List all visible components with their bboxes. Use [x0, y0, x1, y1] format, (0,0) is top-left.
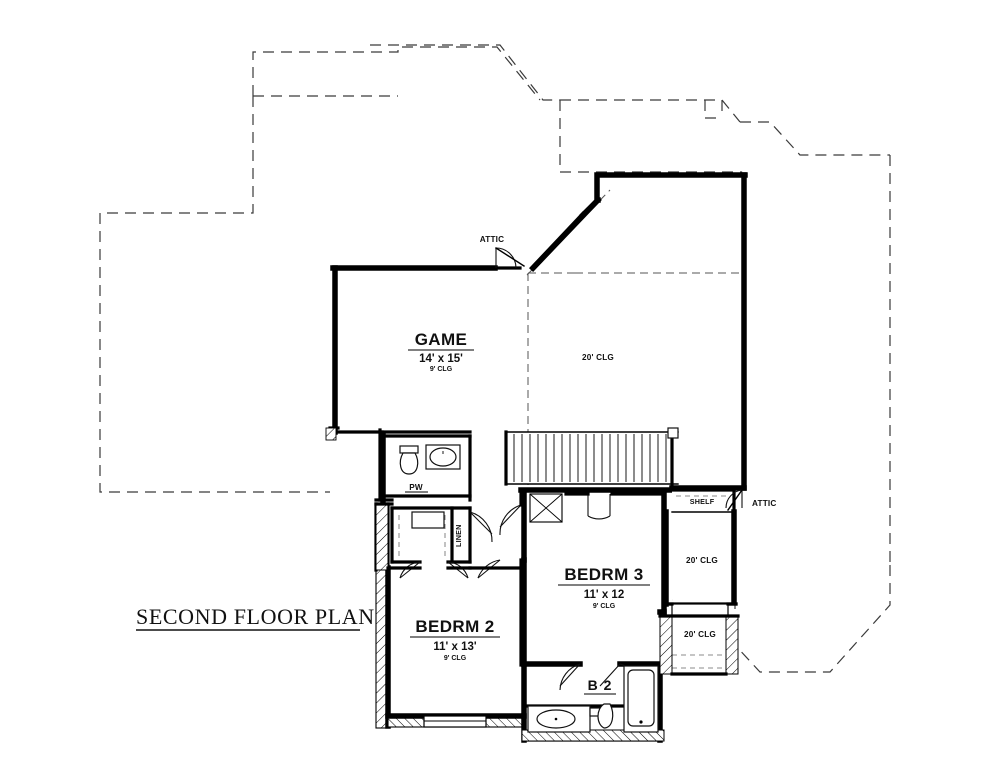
bathtub-bath2: [623, 665, 659, 733]
page-title: SECOND FLOOR PLAN: [136, 604, 375, 629]
annotation-clg-right-lower: 20' CLG: [684, 630, 716, 639]
room-name-bedrm2: BEDRM 2: [415, 617, 494, 636]
room-dimensions-bedrm2: 11' x 13': [433, 641, 476, 653]
annotation-attic-right: ATTIC: [752, 499, 777, 508]
game-room-walls: [330, 172, 748, 491]
hall-walls: [333, 428, 747, 508]
window-bedrm2: [423, 715, 487, 728]
annotation-clg-right-upper: 20' CLG: [686, 556, 718, 565]
annotation-shelf: SHELF: [690, 497, 715, 506]
powder-room: PW: [384, 434, 472, 502]
plan-title-block: SECOND FLOOR PLAN: [136, 604, 375, 631]
room-dimensions-game: 14' x 15': [419, 353, 463, 365]
annotation-linen: LINEN: [454, 524, 463, 547]
closet-block: LINEN: [390, 506, 472, 564]
toilet-pw: [399, 445, 419, 475]
sink-pw: [425, 444, 461, 470]
linen-door-swing: [469, 511, 493, 543]
opening-right: [671, 603, 729, 617]
room-ceiling-bedrm2: 9' CLG: [444, 655, 467, 662]
room-name-bedrm3: BEDRM 3: [564, 565, 643, 584]
attic-access-upper: ATTIC: [480, 235, 525, 269]
room-name-powder: PW: [409, 483, 423, 492]
exterior-wall-hatch-bath: [521, 729, 665, 742]
exterior-wall-hatch-right-outer: [725, 615, 739, 675]
misc-wall-stubs: [325, 426, 394, 506]
room-name-bath2: B 2: [588, 677, 613, 693]
room-dimensions-bedrm3: 11' x 12: [584, 589, 624, 601]
balusters: [513, 434, 667, 482]
annotation-clg-open-to-below: 20' CLG: [582, 353, 614, 362]
right-storage-area: SHELF ATTIC 20' CLG 20' CLG: [658, 488, 777, 676]
exterior-wall-hatch-upper-left: [375, 503, 389, 571]
annotation-attic-upper: ATTIC: [480, 235, 505, 244]
room-ceiling-game: 9' CLG: [430, 366, 453, 373]
room-label-game: GAME 14' x 15' 9' CLG: [408, 330, 474, 373]
exterior-wall-hatch-right-inner: [659, 615, 673, 675]
room-name-game: GAME: [415, 330, 468, 349]
bathroom2: B 2: [521, 663, 665, 743]
bedroom2: BEDRM 2 11' x 13' 9' CLG: [374, 502, 525, 729]
toilet-bath2: [589, 703, 614, 729]
stair-railing: [504, 427, 679, 488]
vanity-bath2: [527, 705, 591, 733]
room-ceiling-bedrm3: 9' CLG: [593, 603, 616, 610]
